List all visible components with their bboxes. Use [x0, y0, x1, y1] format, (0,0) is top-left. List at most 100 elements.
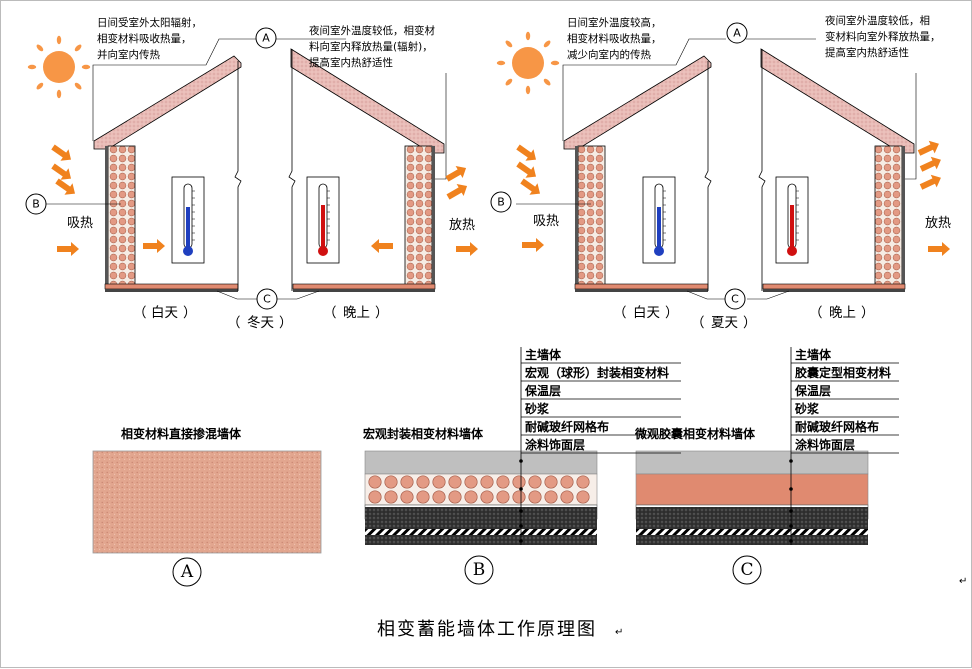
summer-sun-ray	[525, 31, 531, 41]
summer-night-thermometer	[775, 176, 809, 264]
winter-inward-arrow	[143, 239, 165, 253]
winter-group: 日间受室外太阳辐射， 相变材料吸收热量， 并向室内传热 夜间室外温度较低，相变材…	[67, 16, 475, 331]
wall-c-section-mortar	[636, 507, 868, 519]
winter-night-thermometer	[306, 176, 340, 264]
winter-release-arrow-2	[446, 183, 468, 200]
wall-b-section-phase-ball	[464, 475, 478, 489]
summer-group: 日间室外温度较高， 相变材料吸收热量， 减少向室内的传热 夜间室外温度较低，相 …	[533, 14, 951, 331]
summer-release-arrow-1-shape	[917, 140, 939, 156]
winter-sun-ray	[36, 82, 44, 90]
winter-night-close: ）	[375, 305, 389, 321]
summer-release-arrow-4	[928, 242, 950, 256]
winter-sun-arrow-3-shape	[55, 178, 76, 195]
summer-sun-ray	[505, 40, 513, 48]
summer-sun-arrow-3-shape	[520, 178, 541, 195]
summer-sun-ray	[550, 60, 560, 66]
winter-note-day-line3: 并向室内传热	[97, 48, 160, 61]
marker-a-winter	[255, 27, 277, 49]
summer-note-night-line2: 变材料向室外释放热量，	[825, 30, 941, 43]
marker-b-wall	[464, 555, 494, 585]
winter-day-close: ）	[183, 305, 197, 321]
house-summer-leader-a-left	[562, 38, 726, 141]
marker-a-winter-text: A	[262, 32, 270, 45]
wall-b-title: 宏观封装相变材料墙体	[363, 426, 484, 441]
house-summer-floor-right-base	[763, 289, 905, 292]
wall-c-section-mesh	[636, 529, 868, 535]
summer-note-night-line3: 提高室内热舒适性	[825, 46, 909, 59]
wall-c-layer-4: 耐碱玻纤网格布	[795, 419, 879, 434]
summer-note-day-line1: 日间室外温度较高，	[567, 16, 662, 29]
wall-c-leaders	[789, 347, 899, 545]
summer-sun-ray	[543, 40, 551, 48]
wall-b-section-phase-ball	[416, 475, 430, 489]
winter-sun	[27, 35, 91, 99]
summer-sun-arrow-1-shape	[516, 144, 537, 161]
wall-b-layer-0: 主墙体	[525, 347, 562, 362]
wall-b-section-phase-ball	[464, 490, 478, 504]
summer-night-label: 晚上	[829, 305, 856, 321]
summer-night-thermometer-bulb	[787, 246, 797, 256]
winter-season-label: 冬天	[247, 315, 274, 331]
wall-b-section-phase-ball	[528, 490, 542, 504]
summer-day-thermometer-fill	[657, 207, 661, 249]
winter-night-thermometer-bulb	[318, 246, 328, 256]
winter-sun-ray	[27, 64, 37, 70]
summer-sun-arrow-1	[516, 144, 537, 161]
wall-b-section-mesh	[365, 529, 597, 535]
summer-season-close: ）	[743, 315, 757, 331]
summer-season-open: （	[691, 315, 705, 331]
wall-c-layer-5: 涂料饰面层	[795, 437, 855, 452]
summer-night-thermometer-fill	[790, 205, 794, 249]
wall-b-section-phase-ball	[528, 475, 542, 489]
winter-note-night-line1: 夜间室外温度较低，相变材	[309, 24, 435, 37]
winter-note-night-line2: 料向室内释放热量(辐射)，	[309, 40, 433, 53]
summer-sun-ray	[496, 60, 506, 66]
wall-b-section-phase-ball	[576, 475, 590, 489]
wall-c-section	[635, 450, 869, 545]
wall-b-section-phase-ball	[512, 475, 526, 489]
summer-season-label: 夏天	[711, 315, 739, 331]
winter-sun-ray	[36, 44, 44, 52]
winter-release-arrow-3-shape	[456, 242, 478, 256]
wall-b-section	[364, 450, 598, 545]
house-summer-wall-left-edge	[575, 146, 578, 286]
summer-note-night-line1: 夜间室外温度较低，相	[825, 14, 930, 27]
winter-sun-arrow-2	[51, 163, 72, 180]
winter-night-open: （	[323, 305, 337, 321]
house-summer-floor-right	[762, 283, 906, 290]
house-winter-leader-a-left	[92, 38, 256, 141]
wall-b-layer-1: 宏观（球形）封装相变材料	[525, 365, 669, 380]
winter-day-thermometer-bulb	[183, 246, 193, 256]
wall-c-layer-3: 砂浆	[794, 401, 820, 416]
wall-b-section-phase-ball	[560, 475, 574, 489]
houses-layer	[27, 31, 950, 300]
summer-sun-ray	[525, 85, 531, 95]
wall-b-layer-2: 保温层	[524, 383, 561, 398]
wall-b-leaders	[519, 347, 681, 545]
house-summer-wall-right-edge	[902, 146, 905, 286]
winter-season-close: ）	[279, 315, 293, 331]
winter-sun-ray	[56, 89, 62, 99]
wall-c-leaders-dot	[789, 539, 793, 543]
wall-c-layer-0: 主墙体	[795, 347, 832, 362]
house-summer-leader-c-left	[686, 290, 727, 300]
title-paragraph-mark: ↵	[615, 627, 623, 638]
summer-absorb-arrow	[522, 238, 544, 252]
wall-b-section-phase-ball	[384, 490, 398, 504]
wall-b-section-phase-ball	[416, 490, 430, 504]
winter-sun-disc	[43, 51, 75, 83]
winter-sun-ray	[81, 64, 91, 70]
house-summer-leader-c-right	[747, 290, 790, 300]
winter-sun-arrow-3	[55, 178, 76, 195]
winter-night-inward-arrow-shape	[371, 239, 393, 253]
wall-b-layer-labels: 主墙体 宏观（球形）封装相变材料 保温层 砂浆 耐碱玻纤网格布 涂料饰面层	[524, 347, 669, 452]
wall-b-section-phase-ball	[480, 475, 494, 489]
marker-b-winter-text: B	[32, 198, 40, 211]
wall-b-section-phase-ball	[400, 475, 414, 489]
house-summer-roof-left	[563, 55, 712, 150]
winter-absorb-arrow	[57, 242, 79, 256]
summer-sun-disc	[512, 47, 544, 79]
summer-sun	[496, 31, 560, 95]
summer-sun-ray	[543, 78, 551, 86]
